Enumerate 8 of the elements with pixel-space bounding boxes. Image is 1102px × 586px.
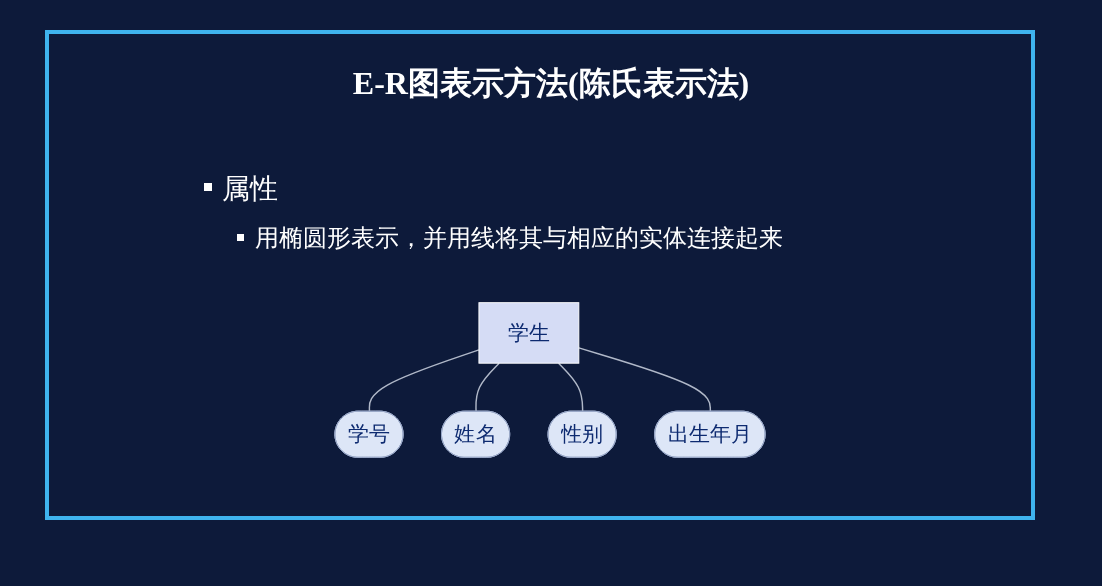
slide-title: E-R图表示方法(陈氏表示法) bbox=[351, 64, 751, 103]
connector bbox=[557, 362, 584, 413]
connector bbox=[578, 347, 712, 413]
connector bbox=[368, 349, 480, 413]
bullet-text: 属性 bbox=[222, 171, 278, 207]
connector bbox=[475, 362, 500, 413]
node-box: 学生 bbox=[478, 302, 580, 364]
bullet-text: 用椭圆形表示，并用线将其与相应的实体连接起来 bbox=[255, 223, 783, 254]
